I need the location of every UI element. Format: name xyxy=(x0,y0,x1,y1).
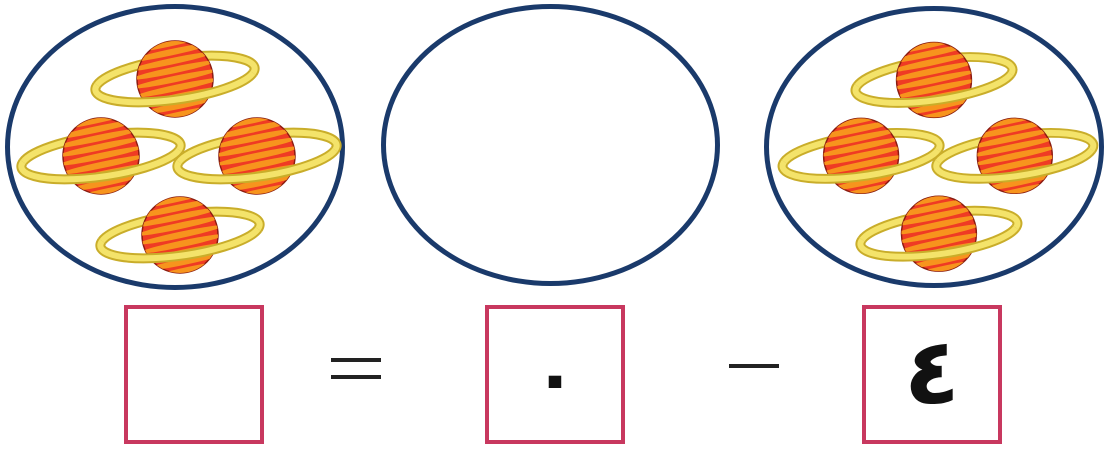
equals-sign-bottom-bar xyxy=(331,375,381,379)
minuend-numeral: ٤ xyxy=(904,326,960,418)
planet-group-left xyxy=(10,9,340,285)
subtrahend-box: ٠ xyxy=(485,305,625,444)
minuend-box: ٤ xyxy=(862,305,1002,444)
group-left-oval xyxy=(5,4,345,290)
group-right-oval xyxy=(764,6,1104,288)
planet-group-right xyxy=(769,11,1099,283)
equals-sign-top-bar xyxy=(331,358,381,362)
subtrahend-numeral: ٠ xyxy=(533,341,577,413)
ringed-planet-icon xyxy=(95,32,254,127)
ringed-planet-icon xyxy=(100,188,259,283)
ringed-planet-icon xyxy=(783,109,940,203)
answer-box[interactable] xyxy=(124,305,264,444)
ringed-planet-icon xyxy=(936,109,1093,203)
ringed-planet-icon xyxy=(21,109,180,204)
ringed-planet-icon xyxy=(860,187,1017,281)
ringed-planet-icon xyxy=(856,33,1013,127)
group-middle-oval xyxy=(381,4,720,286)
ringed-planet-icon xyxy=(177,109,336,204)
minus-sign xyxy=(729,364,779,368)
